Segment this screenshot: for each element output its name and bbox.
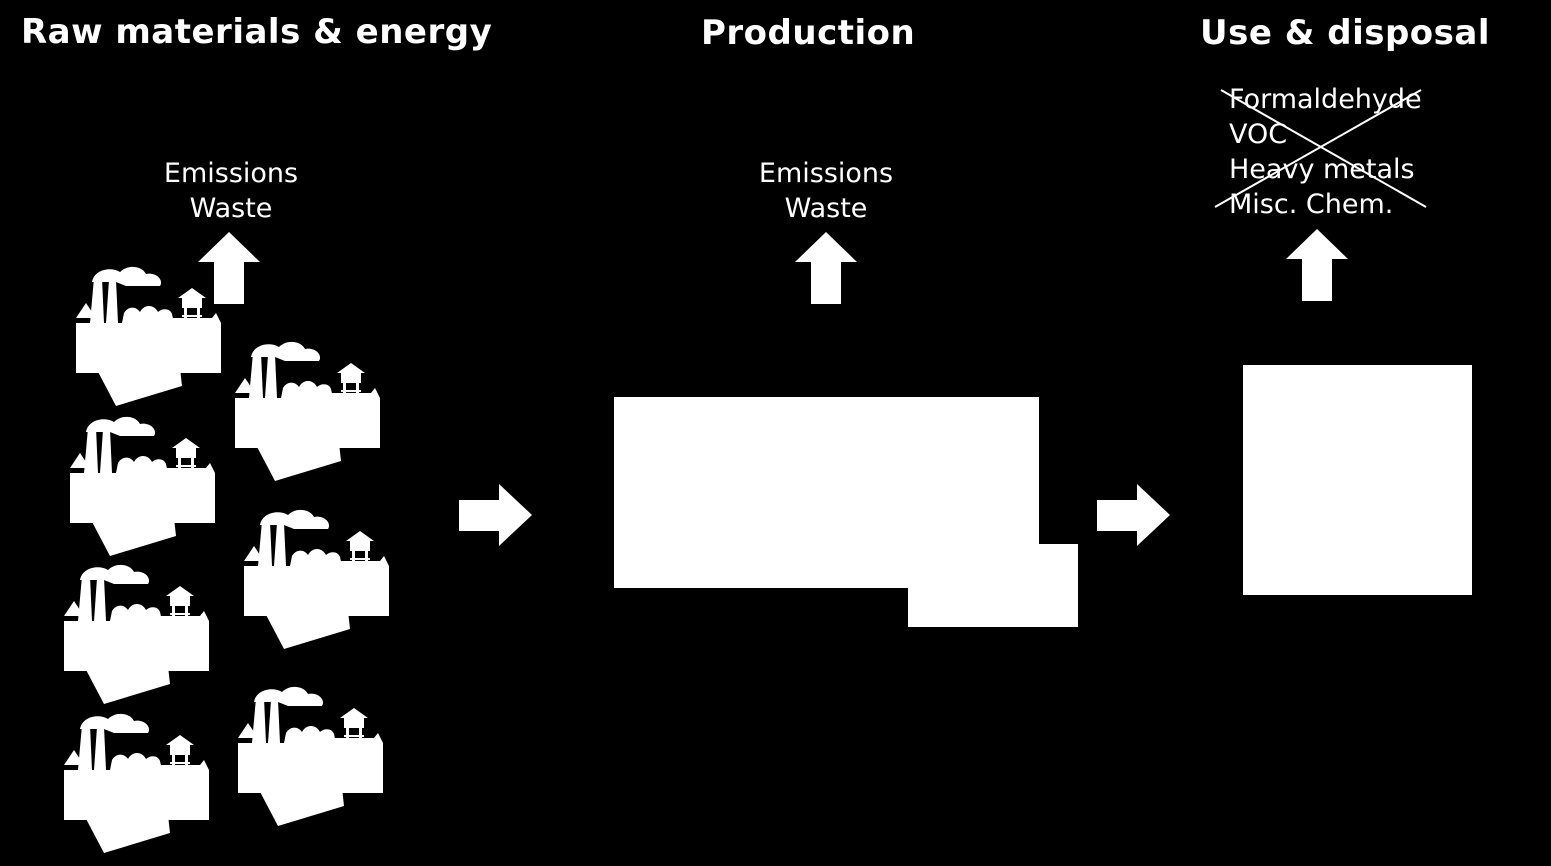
use-disposal-heading: Use & disposal [1200,13,1490,53]
raw-emissions-text: Emissions [163,158,299,189]
factory-icon [64,564,209,704]
raw-to-production-arrow-icon [459,484,532,546]
factory-icon [235,341,380,481]
factory-icon [64,713,209,853]
production-heading: Production [701,13,916,53]
raw-waste-text: Waste [189,193,273,224]
hazard-misc-chem: Misc. Chem. [1229,189,1394,220]
factory-icon [244,509,389,649]
factory-icon [76,266,221,406]
cross-out-line-2 [1214,89,1422,208]
production-up-arrow-icon [795,232,857,304]
use-hazard-list: Formaldehyde VOC Heavy metals Misc. Chem… [1229,82,1422,222]
hazard-voc: VOC [1229,119,1288,150]
factory-icon [238,686,383,826]
production-product-small [908,544,1078,627]
factory-icon [70,416,215,556]
raw-materials-heading: Raw materials & energy [21,12,493,52]
raw-up-arrow-icon [198,232,260,304]
hazard-heavy-metals: Heavy metals [1229,154,1415,185]
cross-out-line-1 [1220,89,1427,208]
use-up-arrow-icon [1286,229,1348,301]
production-to-use-arrow-icon [1097,484,1170,546]
raw-outputs-label: Emissions Waste [131,156,331,226]
use-product [1243,365,1472,595]
hazard-formaldehyde: Formaldehyde [1229,84,1422,115]
production-emissions-text: Emissions [758,158,894,189]
production-outputs-label: Emissions Waste [726,156,926,226]
production-waste-text: Waste [784,193,868,224]
